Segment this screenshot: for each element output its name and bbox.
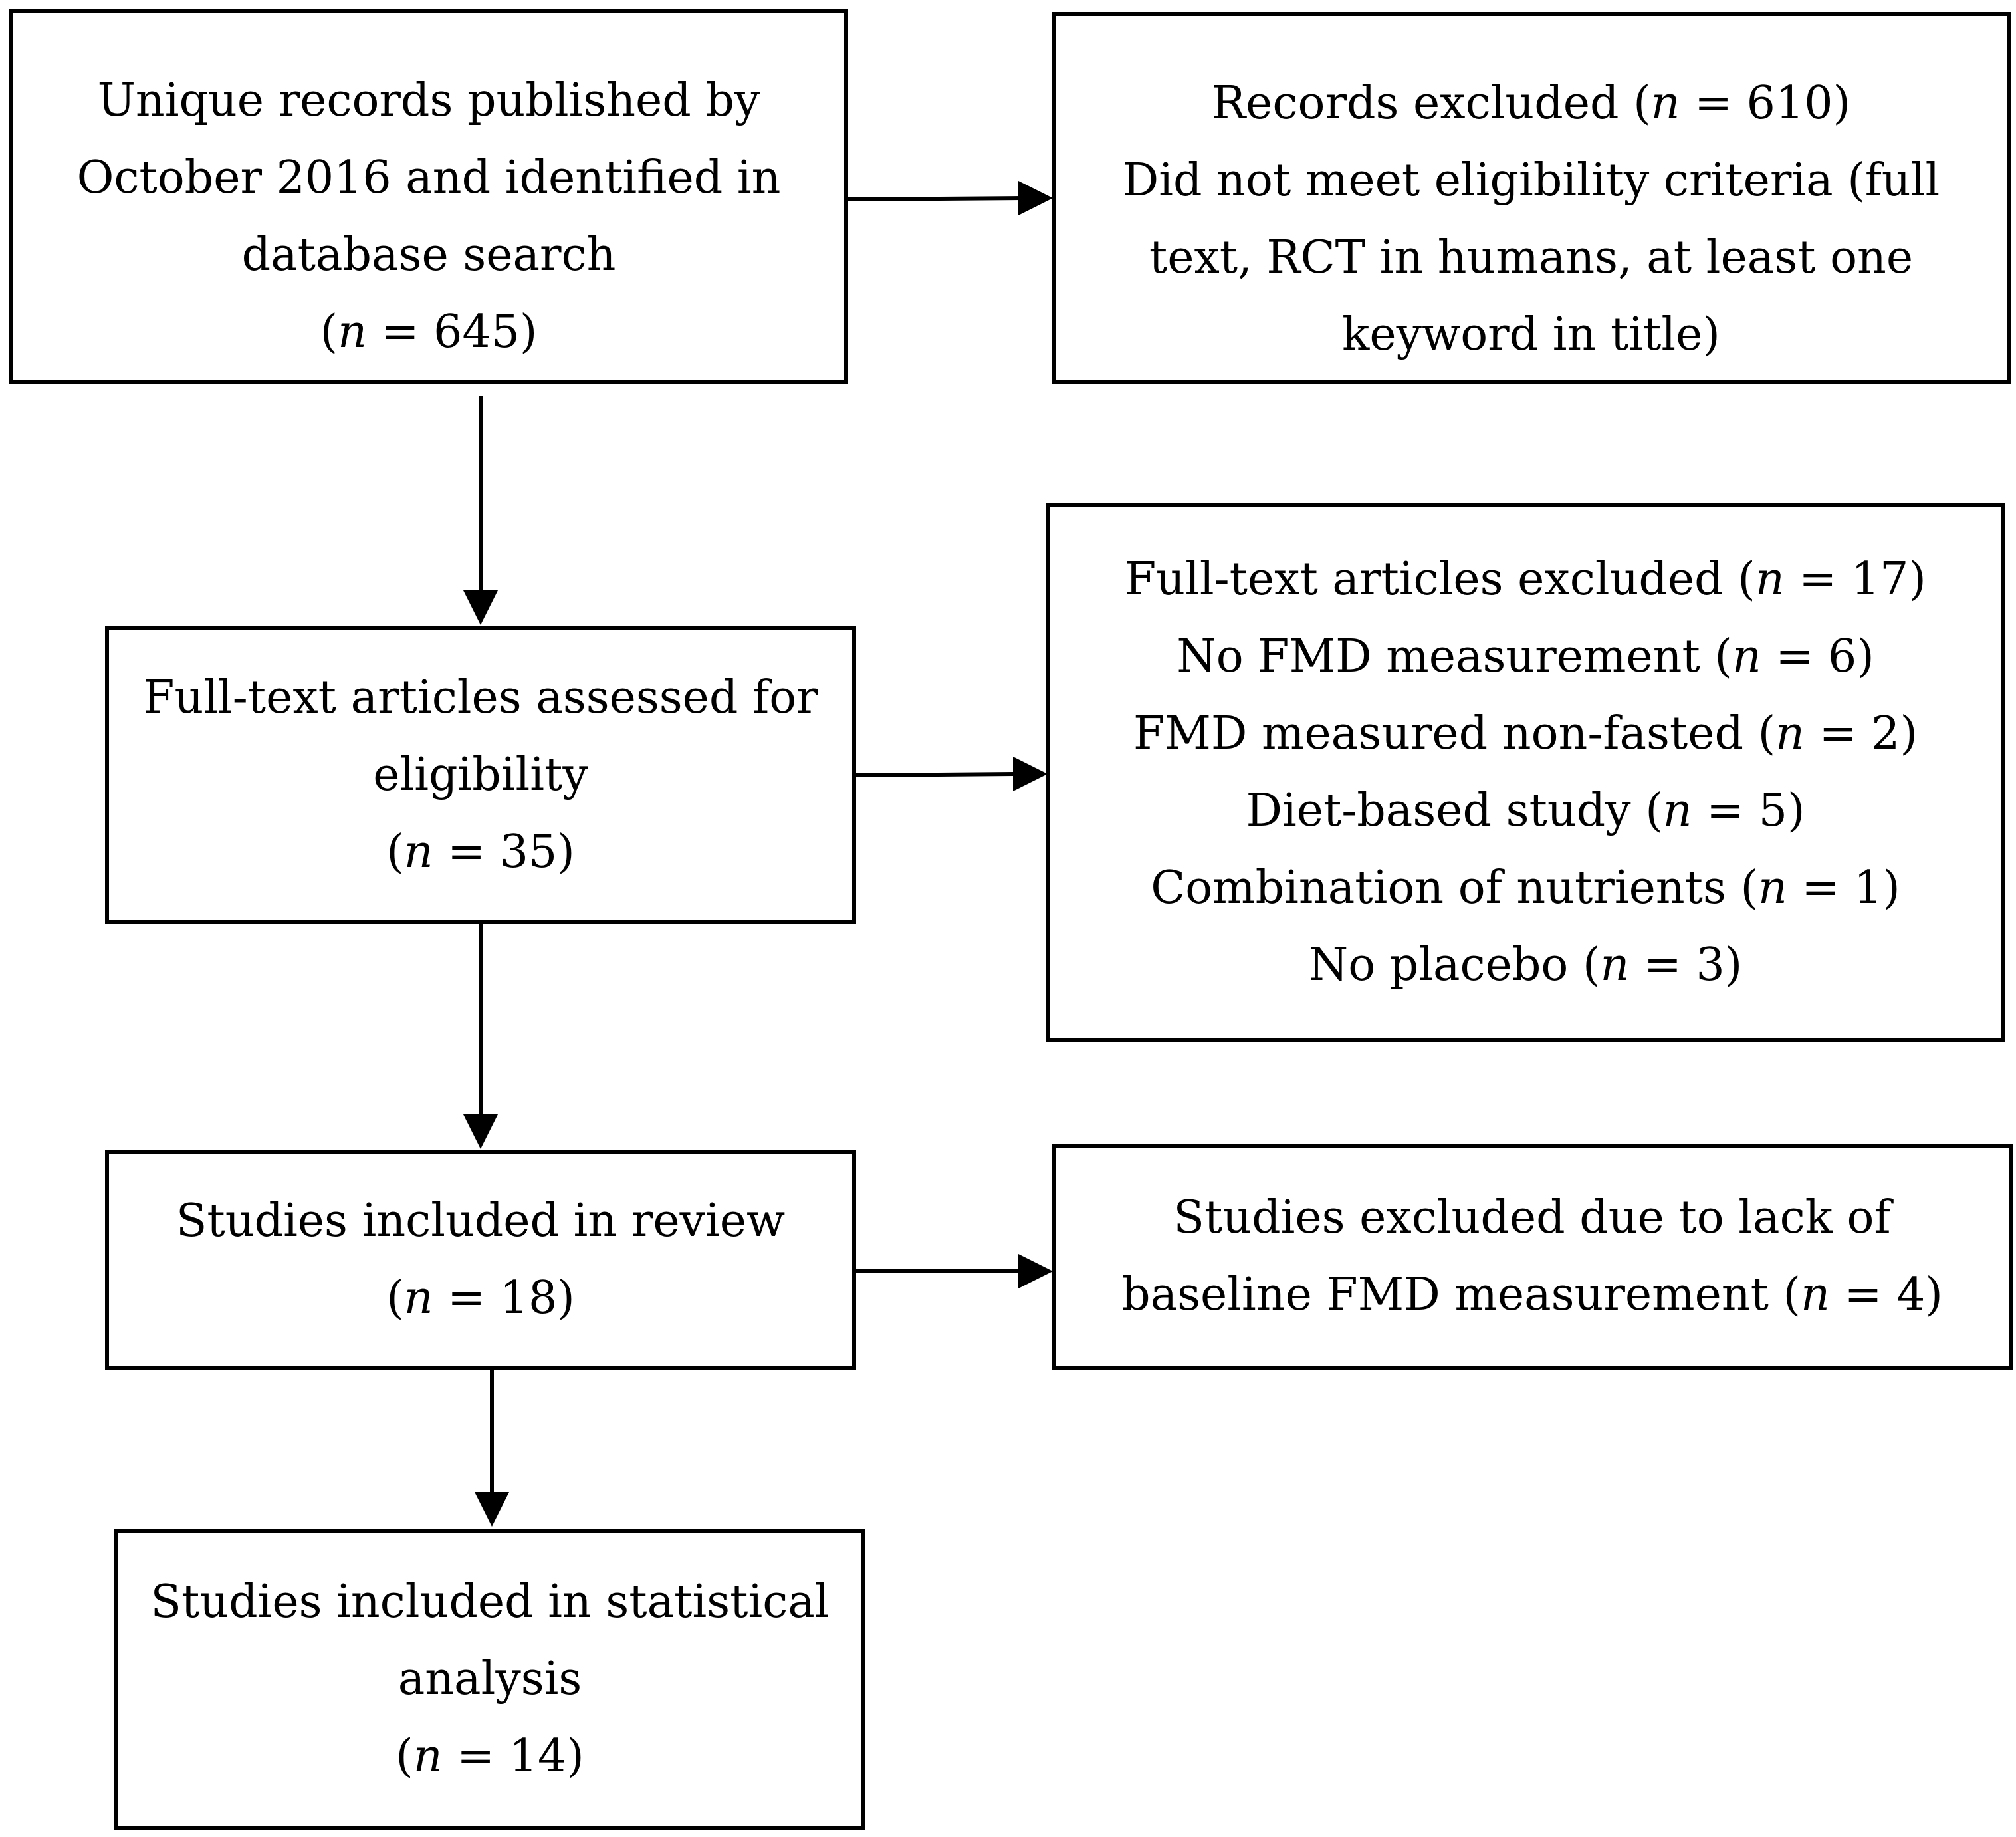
ft-excluded-item-2: FMD measured non-fasted (n = 2) xyxy=(1133,695,1918,773)
ft-excluded-item-3: Diet-based study (n = 5) xyxy=(1246,773,1805,850)
stats-count-suffix: = 14) xyxy=(442,1730,584,1782)
stats-count: (n = 14) xyxy=(395,1718,584,1795)
ft-excluded-item-0-prefix: Full-text articles excluded ( xyxy=(1125,553,1755,606)
ft-excluded-item-5: No placebo (n = 3) xyxy=(1309,927,1743,1004)
ft-excluded-item-1-var: n xyxy=(1732,630,1761,683)
records-count-var: n xyxy=(338,306,367,358)
review-count-var: n xyxy=(403,1272,433,1324)
excluded-line-2: text, RCT in humans, at least one xyxy=(1149,231,1914,284)
records-identified-box: Unique records published by October 2016… xyxy=(9,9,848,384)
ft-excluded-item-1-suffix: = 6) xyxy=(1761,630,1874,683)
ft-excluded-item-3-var: n xyxy=(1662,785,1692,837)
ft-excluded-item-2-prefix: FMD measured non-fasted ( xyxy=(1133,707,1776,760)
fulltext-assessed-box: Full-text articles assessed for eligibil… xyxy=(105,626,856,924)
fulltext-line-2: eligibility xyxy=(373,749,588,801)
records-line-1: Unique records published by xyxy=(97,74,760,127)
ft-excluded-item-1: No FMD measurement (n = 6) xyxy=(1176,618,1874,695)
excluded-line-3: keyword in title) xyxy=(1342,308,1720,361)
records-line-3: database search xyxy=(241,229,616,281)
studies-excluded-baseline-box: Studies excluded due to lack of baseline… xyxy=(1052,1144,2013,1370)
fulltext-line-1: Full-text articles assessed for xyxy=(143,672,818,724)
ft-excluded-item-3-suffix: = 5) xyxy=(1692,785,1805,837)
ft-excluded-item-0-suffix: = 17) xyxy=(1784,553,1926,606)
fulltext-count-suffix: = 35) xyxy=(433,826,575,878)
ft-excluded-item-5-suffix: = 3) xyxy=(1629,939,1743,991)
ft-excluded-item-2-suffix: = 2) xyxy=(1804,707,1918,760)
fulltext-count-var: n xyxy=(403,826,433,878)
arrow-records-to-excluded xyxy=(847,181,1053,215)
ft-excluded-item-0: Full-text articles excluded (n = 17) xyxy=(1125,541,1926,618)
review-line-1: Studies included in review xyxy=(175,1195,786,1247)
arrow-review-to-lack xyxy=(856,1254,1053,1288)
review-count-suffix: = 18) xyxy=(433,1272,575,1324)
ft-excluded-item-4-var: n xyxy=(1758,862,1787,914)
excluded-title-var: n xyxy=(1650,77,1680,130)
stats-count-var: n xyxy=(413,1730,443,1782)
studies-review-box: Studies included in review (n = 18) xyxy=(105,1150,856,1370)
ft-excluded-item-4-suffix: = 1) xyxy=(1787,862,1900,914)
lack-line-2-prefix: baseline FMD measurement ( xyxy=(1121,1269,1801,1321)
records-count-suffix: = 645) xyxy=(366,306,538,358)
ft-excluded-item-0-var: n xyxy=(1755,553,1785,606)
records-count-prefix: ( xyxy=(320,306,338,358)
lack-line-2: baseline FMD measurement (n = 4) xyxy=(1121,1257,1943,1334)
ft-excluded-item-5-prefix: No placebo ( xyxy=(1308,939,1601,991)
ft-excluded-item-4: Combination of nutrients (n = 1) xyxy=(1151,850,1900,927)
records-excluded-box: Records excluded (n = 610) Did not meet … xyxy=(1052,12,2011,384)
lack-line-1: Studies excluded due to lack of xyxy=(1173,1191,1891,1244)
lack-line-2-var: n xyxy=(1801,1269,1830,1321)
excluded-title-suffix: = 610) xyxy=(1680,77,1850,130)
review-count: (n = 18) xyxy=(386,1260,575,1337)
arrow-fulltext-to-ftexcluded xyxy=(855,757,1048,791)
arrow-records-to-fulltext xyxy=(463,396,498,625)
stats-count-prefix: ( xyxy=(395,1730,413,1782)
ft-excluded-item-3-prefix: Diet-based study ( xyxy=(1246,785,1663,837)
records-count: (n = 645) xyxy=(320,294,538,371)
fulltext-excluded-box: Full-text articles excluded (n = 17) No … xyxy=(1046,503,2005,1042)
excluded-title: Records excluded (n = 610) xyxy=(1212,65,1850,142)
ft-excluded-item-4-prefix: Combination of nutrients ( xyxy=(1151,862,1758,914)
stats-line-2: analysis xyxy=(397,1653,582,1705)
ft-excluded-item-2-var: n xyxy=(1775,707,1805,760)
excluded-line-1: Did not meet eligibility criteria (full xyxy=(1122,154,1940,207)
ft-excluded-item-5-var: n xyxy=(1600,939,1630,991)
excluded-title-prefix: Records excluded ( xyxy=(1211,77,1651,130)
arrow-fulltext-to-review xyxy=(463,924,498,1149)
stats-line-1: Studies included in statistical xyxy=(150,1576,830,1628)
arrow-review-to-stats xyxy=(475,1370,509,1527)
review-count-prefix: ( xyxy=(386,1272,404,1324)
fulltext-count-prefix: ( xyxy=(386,826,404,878)
fulltext-count: (n = 35) xyxy=(386,814,575,891)
ft-excluded-item-1-prefix: No FMD measurement ( xyxy=(1176,630,1732,683)
records-line-2: October 2016 and identified in xyxy=(76,152,781,204)
lack-line-2-suffix: = 4) xyxy=(1829,1269,1943,1321)
studies-statistical-box: Studies included in statistical analysis… xyxy=(114,1529,865,1830)
